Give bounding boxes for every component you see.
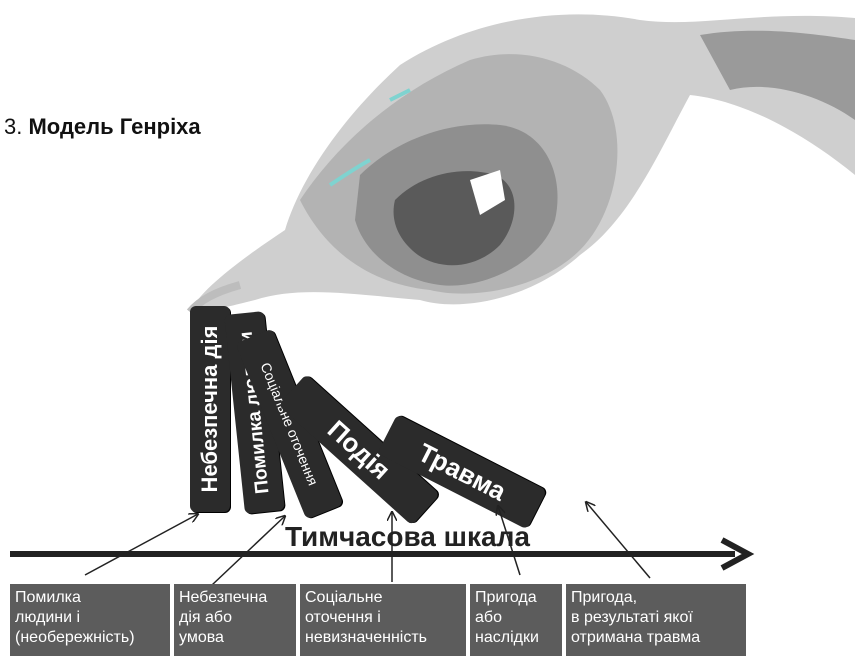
slide-title: 3. Модель Генріха: [4, 114, 201, 140]
title-number: 3.: [4, 114, 29, 139]
caption-dangerous-act: Небезпечна дія або умова: [174, 584, 296, 656]
title-text: Модель Генріха: [28, 114, 201, 139]
timeline-label: Тимчасова шкала: [285, 521, 530, 552]
caption-event: Пригода або наслідки: [470, 584, 562, 656]
caption-injury: Пригода, в результаті якої отримана трав…: [566, 584, 746, 656]
caption-human-error: Помилка людини і (необережність): [10, 584, 170, 656]
domino-dangerous-act: Небезпечна дія: [190, 306, 230, 512]
domino-label: Небезпечна дія: [197, 325, 222, 493]
caption-social-environment: Соціальне оточення і невизначенність: [300, 584, 466, 656]
